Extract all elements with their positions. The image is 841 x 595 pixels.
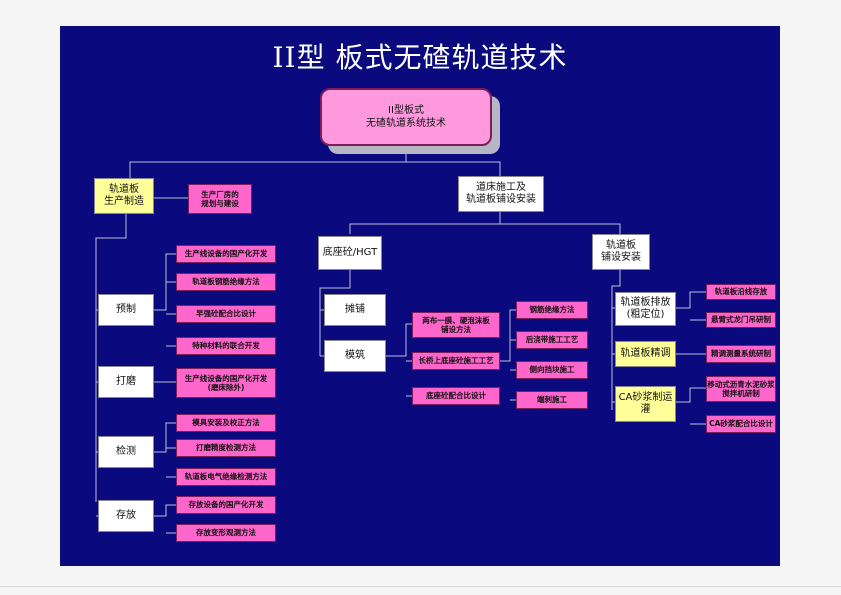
- node-fine-adjust: 轨道板精调: [615, 341, 676, 367]
- step-grinding: 打磨: [98, 366, 154, 398]
- page-title: II型 板式无碴轨道技术: [272, 41, 568, 74]
- item-grinding-1: 生产线设备的国产化开发 (磨床除外): [176, 368, 276, 398]
- item-placement-1: 轨道板沿线存放: [706, 284, 776, 300]
- root-node: II型板式 无碴轨道系统技术: [320, 88, 492, 146]
- item-ca-1: 移动式沥青水泥砂浆 搅拌机研制: [706, 376, 776, 402]
- step-prefab: 预制: [98, 294, 154, 326]
- item-base-sub-1: 两布一膜、硬泡沫板 铺设方法: [412, 312, 500, 338]
- item-prefab-3: 早强砼配合比设计: [176, 305, 276, 323]
- connector-lines: [95, 146, 706, 534]
- item-base-sub-2: 长桥上底座砼施工工艺: [412, 352, 500, 370]
- root-line-1: II型板式: [388, 104, 424, 116]
- node-paving: 摊铺: [324, 294, 386, 326]
- step-storage: 存放: [98, 500, 154, 532]
- node-formwork: 模筑: [324, 340, 386, 372]
- item-inspection-2: 打磨精度检测方法: [176, 439, 276, 457]
- item-prefab-1: 生产线设备的国产化开发: [176, 245, 276, 263]
- root-line-2: 无碴轨道系统技术: [366, 118, 446, 129]
- item-inspection-1: 模具安装及校正方法: [176, 414, 276, 432]
- node-laying: 轨道板 铺设安装: [592, 234, 650, 270]
- item-base-right-3: 侧向挡块施工: [516, 361, 588, 379]
- step-inspection: 检测: [98, 436, 154, 468]
- node-ca-mortar: CA砂浆制运灌: [615, 386, 676, 422]
- node-production: 轨道板 生产制造: [94, 178, 154, 214]
- item-fine-1: 精调测量系统研制: [706, 345, 776, 363]
- item-base-sub-3: 底座砼配合比设计: [412, 387, 500, 405]
- item-prefab-4: 特种材料的联合开发: [176, 337, 276, 355]
- item-prefab-2: 轨道板钢筋绝缘方法: [176, 273, 276, 291]
- node-factory: 生产厂房的 规划与建设: [188, 184, 252, 214]
- item-inspection-3: 轨道板电气绝缘检测方法: [176, 468, 276, 486]
- item-base-right-2: 后浇带施工工艺: [516, 331, 588, 349]
- item-storage-2: 存放变形观测方法: [176, 524, 276, 542]
- slide: II型 板式无碴轨道技术 II型板式 无碴轨道系统技术 轨道板 生产制造 生产厂…: [60, 26, 780, 566]
- bottom-rule: [0, 586, 841, 587]
- item-base-right-1: 钢筋绝缘方法: [516, 301, 588, 319]
- item-placement-2: 悬臂式龙门吊研制: [706, 312, 776, 328]
- item-base-right-4: 端刺施工: [516, 391, 588, 409]
- node-base: 底座砼/HGT: [318, 236, 382, 270]
- node-track-bed: 道床施工及 轨道板铺设安装: [458, 176, 544, 212]
- node-placement: 轨道板排放 (粗定位): [615, 292, 676, 326]
- item-ca-2: CA砂浆配合比设计: [706, 415, 776, 433]
- item-storage-1: 存放设备的国产化开发: [176, 496, 276, 514]
